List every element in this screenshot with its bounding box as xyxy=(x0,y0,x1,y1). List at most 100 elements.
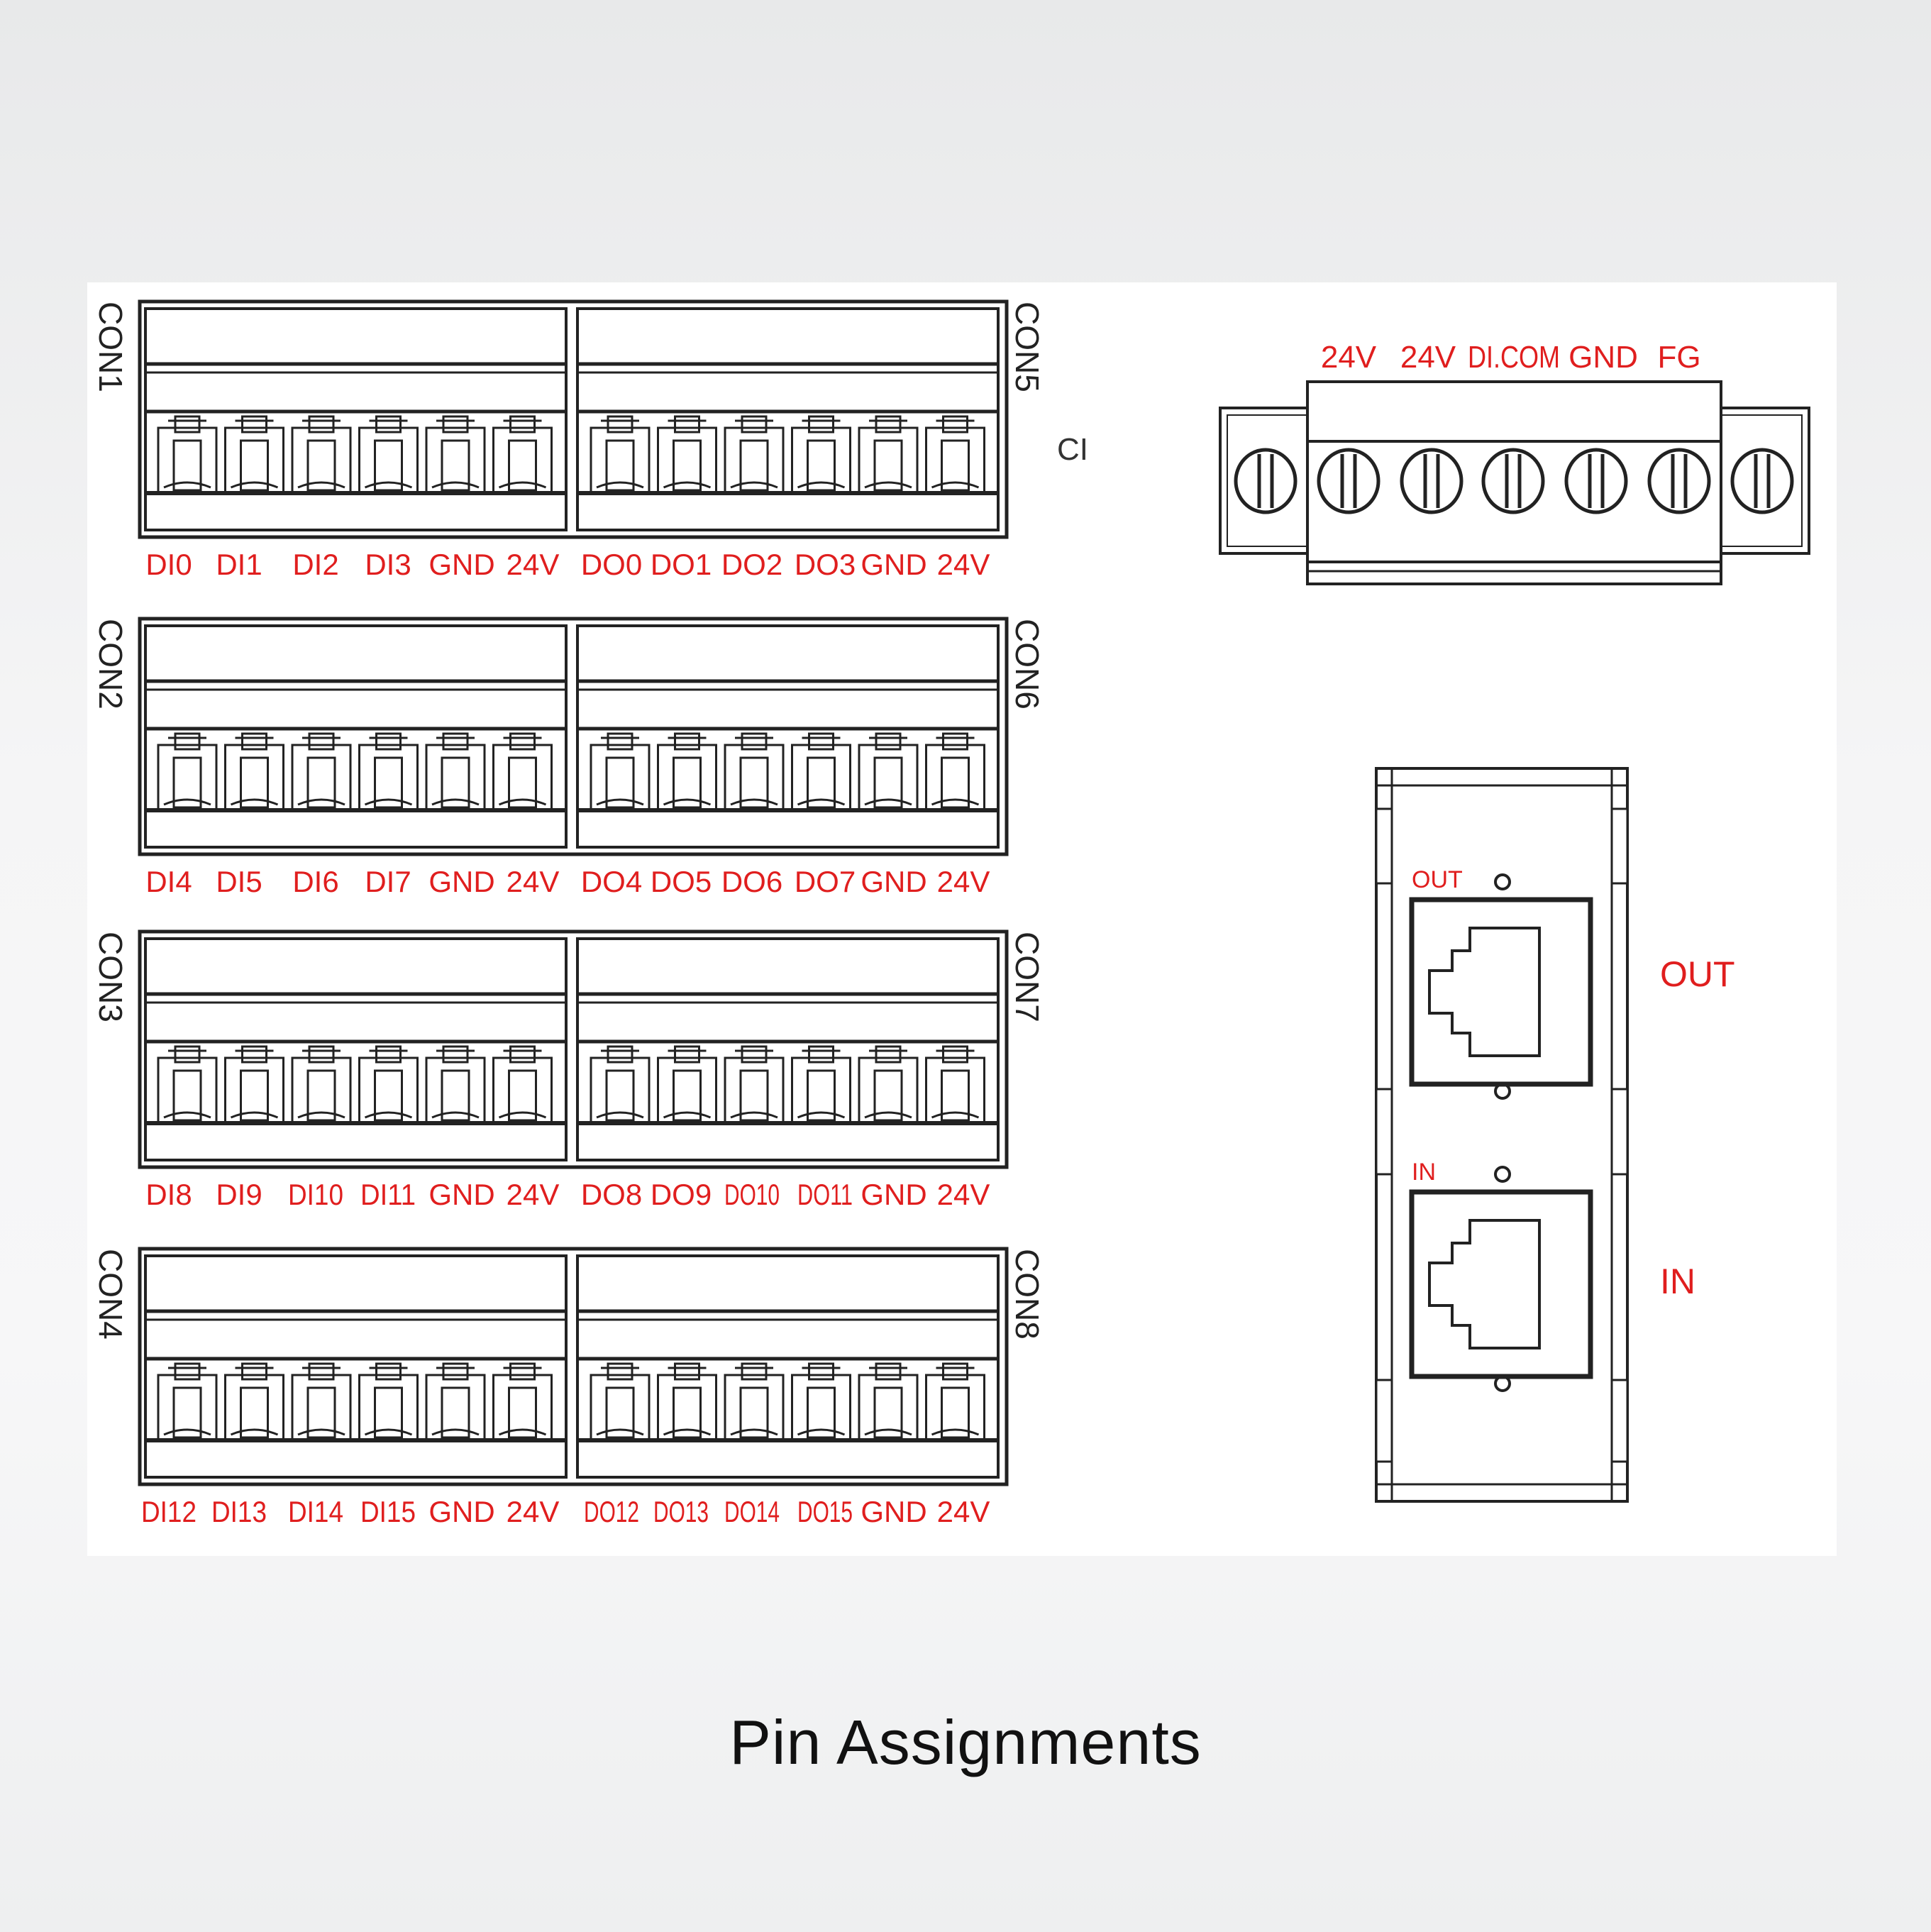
pin-slot-frame xyxy=(291,426,352,495)
terminal-block-frame xyxy=(138,299,1009,539)
pin-latch xyxy=(869,732,907,751)
terminal-pin-slot xyxy=(657,415,717,495)
pin-slot-frame xyxy=(925,1056,985,1125)
terminal-pin-slot xyxy=(358,415,419,495)
pin-label: 24V xyxy=(507,548,560,581)
pin-curve xyxy=(663,1111,712,1119)
pin-label: DO11 xyxy=(797,1178,853,1211)
screw-icon xyxy=(1564,448,1628,514)
terminal-body xyxy=(576,937,1000,1161)
pin-curve xyxy=(663,481,712,489)
pin-latch xyxy=(735,1362,773,1381)
terminal-pin-slot xyxy=(425,1045,486,1125)
pin-slot-frame xyxy=(157,744,218,812)
pin-curve xyxy=(931,1111,980,1119)
terminal-pin-slot xyxy=(657,732,717,812)
terminal-pin-slot xyxy=(791,732,851,812)
pin-latch xyxy=(436,1045,475,1064)
pin-screw-well xyxy=(739,756,769,809)
terminal-pin-slot xyxy=(224,1045,284,1125)
pin-curve xyxy=(431,1111,480,1119)
pin-slot-frame xyxy=(492,744,553,812)
pin-slot-frame xyxy=(492,1056,553,1125)
led-indicator-icon xyxy=(1494,1375,1511,1392)
pin-latch xyxy=(436,732,475,751)
pin-label: 24V xyxy=(937,548,990,581)
pin-curve xyxy=(163,1428,211,1436)
pin-latch xyxy=(936,415,975,434)
pin-curve xyxy=(498,1428,547,1436)
pin-latch xyxy=(235,1045,274,1064)
pin-label: GND xyxy=(861,548,926,581)
pin-latch xyxy=(302,732,341,751)
pin-curve xyxy=(797,1111,846,1119)
pin-screw-well xyxy=(673,1069,702,1122)
screw-icon xyxy=(1647,448,1711,514)
terminal-pin-slot xyxy=(291,732,352,812)
terminal-body xyxy=(144,1254,568,1479)
led-indicator-icon xyxy=(1494,1083,1511,1100)
terminal-block-frame xyxy=(138,617,1009,856)
terminal-pin-slot xyxy=(925,732,985,812)
terminal-body xyxy=(576,624,1000,849)
pin-curve xyxy=(730,481,778,489)
pin-label: DI0 xyxy=(145,548,192,581)
pin-latch xyxy=(601,415,639,434)
pin-latch xyxy=(601,1362,639,1381)
screw-icon xyxy=(1481,448,1545,514)
pin-slot-frame xyxy=(358,1374,419,1442)
pin-label: DI3 xyxy=(365,548,411,581)
pin-slot-frame xyxy=(358,426,419,495)
pin-curve xyxy=(797,798,846,806)
pin-label: DO7 xyxy=(795,865,856,898)
terminal-pin-slot xyxy=(291,1362,352,1442)
pin-latch xyxy=(869,1362,907,1381)
pin-label: DI9 xyxy=(216,1178,262,1211)
pin-slot-frame xyxy=(358,1056,419,1125)
led-indicator-icon xyxy=(1494,873,1511,890)
connector-name: CON7 xyxy=(1009,932,1046,1022)
pin-latch xyxy=(168,1362,206,1381)
screw-icon xyxy=(1317,448,1381,514)
pin-curve xyxy=(864,481,912,489)
pin-label: DO4 xyxy=(581,865,642,898)
pin-slot-frame xyxy=(224,1056,284,1125)
pin-label: DI12 xyxy=(141,1495,197,1528)
pin-latch xyxy=(168,415,206,434)
pin-latch xyxy=(302,415,341,434)
pin-screw-well xyxy=(807,1069,836,1122)
pin-latch xyxy=(369,1362,408,1381)
rj45-in-jack xyxy=(1409,1189,1593,1379)
eth-out-label: OUT xyxy=(1660,954,1735,994)
pin-curve xyxy=(864,1428,912,1436)
terminal-block-right xyxy=(576,307,1000,531)
pin-slot-frame xyxy=(724,744,785,812)
connector-name: CON8 xyxy=(1009,1249,1046,1340)
pin-label: DI2 xyxy=(292,548,338,581)
pin-slot-frame xyxy=(925,1374,985,1442)
pin-slot-frame xyxy=(224,744,284,812)
terminal-pin-slot xyxy=(858,1362,919,1442)
terminal-pin-slot xyxy=(724,415,785,495)
pin-screw-well xyxy=(374,439,403,492)
pin-slot-frame xyxy=(858,1056,919,1125)
connector-name: CON1 xyxy=(92,302,129,392)
terminal-block-left xyxy=(144,1254,568,1479)
pin-screw-well xyxy=(306,1069,336,1122)
pin-label: DO2 xyxy=(721,548,782,581)
terminal-pin-slot xyxy=(858,1045,919,1125)
pin-slot-frame xyxy=(425,1374,486,1442)
pin-screw-well xyxy=(172,439,202,492)
pin-label: DI15 xyxy=(360,1495,416,1528)
pin-screw-well xyxy=(240,1386,269,1439)
pin-screw-well xyxy=(873,439,903,492)
pin-label: GND xyxy=(861,1495,926,1528)
rj45-out-jack xyxy=(1409,897,1593,1087)
pin-slot-frame xyxy=(425,426,486,495)
terminal-pin-slot xyxy=(590,415,651,495)
terminal-block-left xyxy=(144,307,568,531)
pin-screw-well xyxy=(441,1386,470,1439)
terminal-block-right xyxy=(576,937,1000,1161)
terminal-block-frame xyxy=(138,929,1009,1169)
pin-label: GND xyxy=(428,548,494,581)
